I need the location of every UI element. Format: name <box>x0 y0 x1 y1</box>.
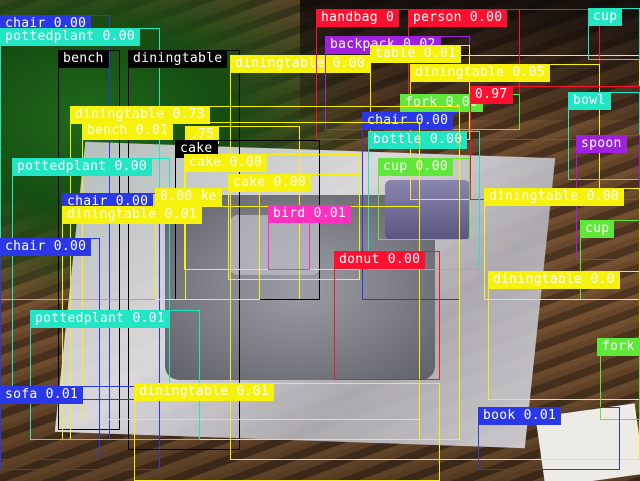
detection-box <box>334 251 440 380</box>
detection-label: donut 0.00 <box>334 251 426 269</box>
detection-label: diningtable 0.01 <box>134 383 275 401</box>
detection-label: table 0.01 <box>370 45 462 63</box>
detection-label: cup <box>580 220 615 238</box>
detection-label: fork <box>597 338 640 356</box>
detection-label: diningtable 0.00 <box>230 55 371 73</box>
detection-label: pottedplant 0.00 <box>12 158 153 176</box>
detection-label: person 0.00 <box>408 9 508 27</box>
detection-label: cake <box>175 140 218 158</box>
detection-label: 0.97 <box>470 86 513 104</box>
detection-label: bird 0.01 <box>268 205 352 223</box>
detection-label: chair 0.00 <box>362 112 454 130</box>
detection-label: diningtable 0.73 <box>70 106 211 124</box>
detection-label: diningtable 0.00 <box>484 188 625 206</box>
detection-label: pottedplant 0.01 <box>30 310 171 328</box>
detection-label: bottle 0.00 <box>368 131 468 149</box>
detection-label: cup <box>588 8 623 26</box>
detection-label: pottedplant 0.00 <box>0 28 141 46</box>
detection-label: diningtable 0.0 <box>488 271 620 289</box>
detection-label: cake 0.00 <box>184 154 268 172</box>
detection-label: .75 <box>185 126 220 144</box>
detection-label: cup 0.00 <box>378 158 454 176</box>
detection-label: chair 0.00 <box>0 238 92 256</box>
detection-label: diningtable 0.01 <box>62 206 203 224</box>
detection-label: cake 0.00 <box>228 174 312 192</box>
detection-label: 0.00 ke <box>155 188 222 206</box>
cake-topper <box>230 215 320 275</box>
detection-label: book 0.01 <box>478 407 562 425</box>
cup-shape <box>385 180 470 240</box>
detection-label: sofa 0.01 <box>0 386 84 404</box>
detection-label: bench 0.01 <box>82 122 174 140</box>
detection-label: handbag 0 <box>316 9 400 27</box>
detection-label: diningtable <box>128 50 228 68</box>
detection-label: spoon <box>576 135 627 153</box>
detection-label: bench <box>58 50 109 68</box>
detection-label: bowl <box>568 92 611 110</box>
detection-label: diningtable 0.05 <box>410 64 551 82</box>
